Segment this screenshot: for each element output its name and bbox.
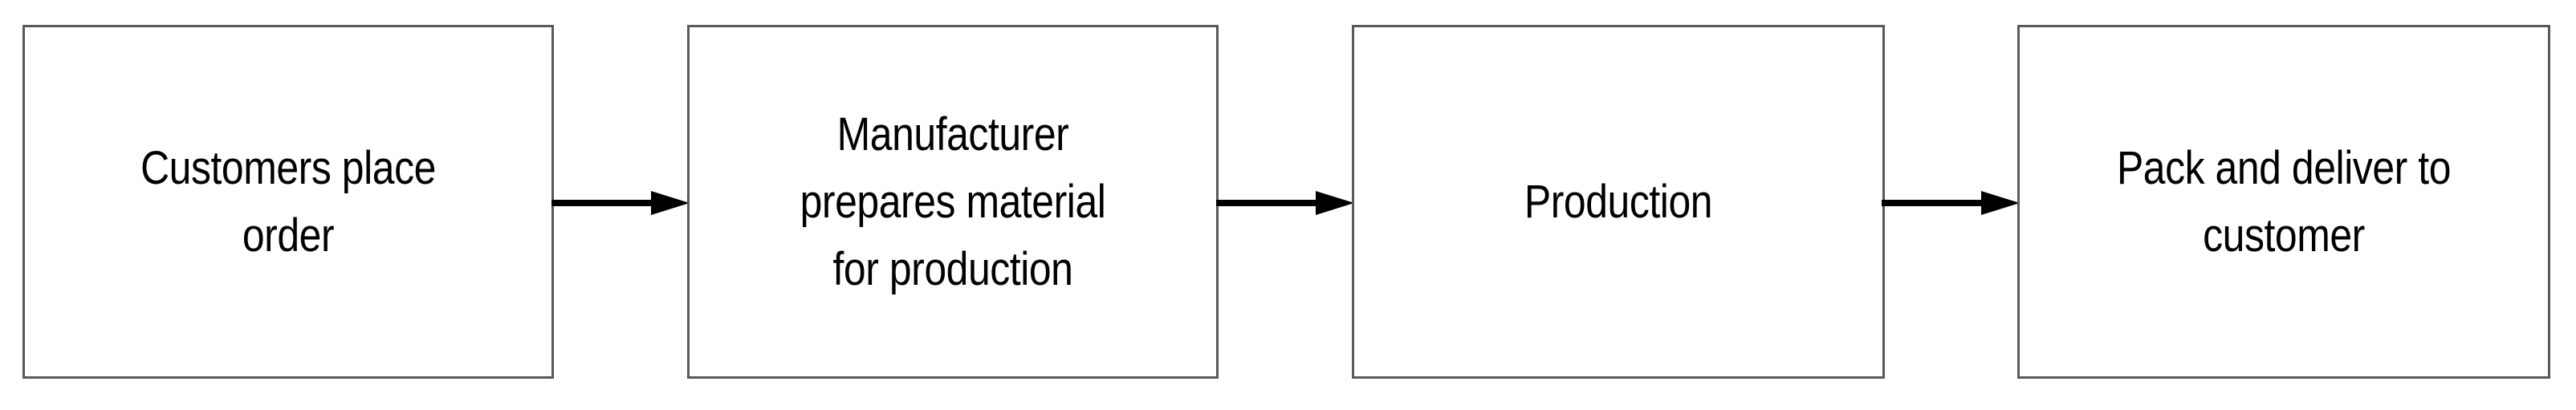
process-node-production[interactable]: Production xyxy=(1352,25,1885,379)
process-node-label: Production xyxy=(1524,175,1713,228)
process-node-pack-and-deliver-to-customer[interactable]: Pack and deliver to customer xyxy=(2017,25,2550,379)
process-node-label: Customers place order xyxy=(140,141,436,262)
arrow-right-icon xyxy=(1216,190,1354,216)
process-node-customers-place-order[interactable]: Customers place order xyxy=(22,25,554,379)
process-node-label: Manufacturer prepares material for produ… xyxy=(800,108,1106,295)
arrow-right-icon xyxy=(551,190,690,216)
arrow-right-icon xyxy=(1882,190,2020,216)
process-node-label: Pack and deliver to customer xyxy=(2116,141,2452,262)
process-node-manufacturer-prepares-material[interactable]: Manufacturer prepares material for produ… xyxy=(687,25,1219,379)
